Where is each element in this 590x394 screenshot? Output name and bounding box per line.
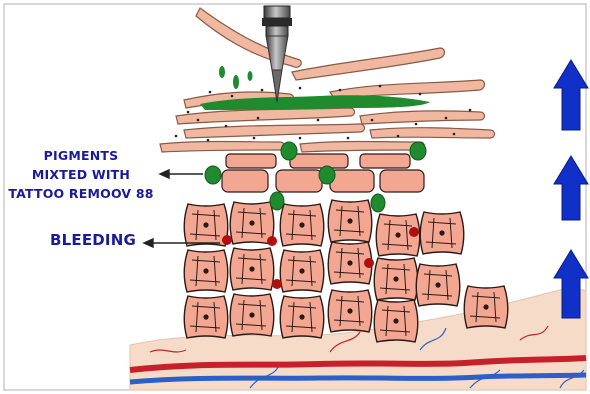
cell-nucleus xyxy=(249,266,254,271)
cell-nucleus xyxy=(249,312,254,317)
cell-nucleus xyxy=(435,282,440,287)
cell-nucleus xyxy=(395,232,400,237)
skin-cell xyxy=(280,204,324,246)
cell-nucleus xyxy=(483,304,488,309)
skin-cell xyxy=(328,200,372,242)
cell-nucleus xyxy=(439,230,444,235)
cell-nucleus xyxy=(249,220,254,225)
skin-cell xyxy=(416,264,460,306)
cell-nucleus xyxy=(347,260,352,265)
skin-cell xyxy=(328,290,372,332)
skin-cell xyxy=(184,250,228,292)
skin-cell xyxy=(374,300,418,342)
skin-cell xyxy=(230,248,274,290)
pigments-label-line-1: PIGMENTS xyxy=(8,146,154,165)
skin-cell xyxy=(184,204,228,246)
skin-cell xyxy=(464,286,508,328)
cell-nucleus xyxy=(347,218,352,223)
cell-nucleus xyxy=(393,276,398,281)
skin-cell xyxy=(230,294,274,336)
cell-nucleus xyxy=(203,268,208,273)
skin-cell xyxy=(230,202,274,244)
bleeding-label: BLEEDING xyxy=(45,231,141,250)
cell-nucleus xyxy=(299,314,304,319)
cell-nucleus xyxy=(299,268,304,273)
cell-nucleus xyxy=(347,308,352,313)
cell-nucleus xyxy=(203,222,208,227)
cell-nucleus xyxy=(393,318,398,323)
pigments-label: PIGMENTS MIXTED WITH TATTOO REMOOV 88 xyxy=(8,146,154,203)
skin-cell xyxy=(280,296,324,338)
skin-cell xyxy=(184,296,228,338)
skin-cell xyxy=(280,250,324,292)
cell-nucleus xyxy=(299,222,304,227)
cell-nucleus xyxy=(203,314,208,319)
pigments-label-line-3: TATTOO REMOOV 88 xyxy=(8,184,154,203)
skin-cell xyxy=(374,258,418,300)
pigments-label-line-2: MIXTED WITH xyxy=(8,165,154,184)
skin-cell xyxy=(420,212,464,254)
